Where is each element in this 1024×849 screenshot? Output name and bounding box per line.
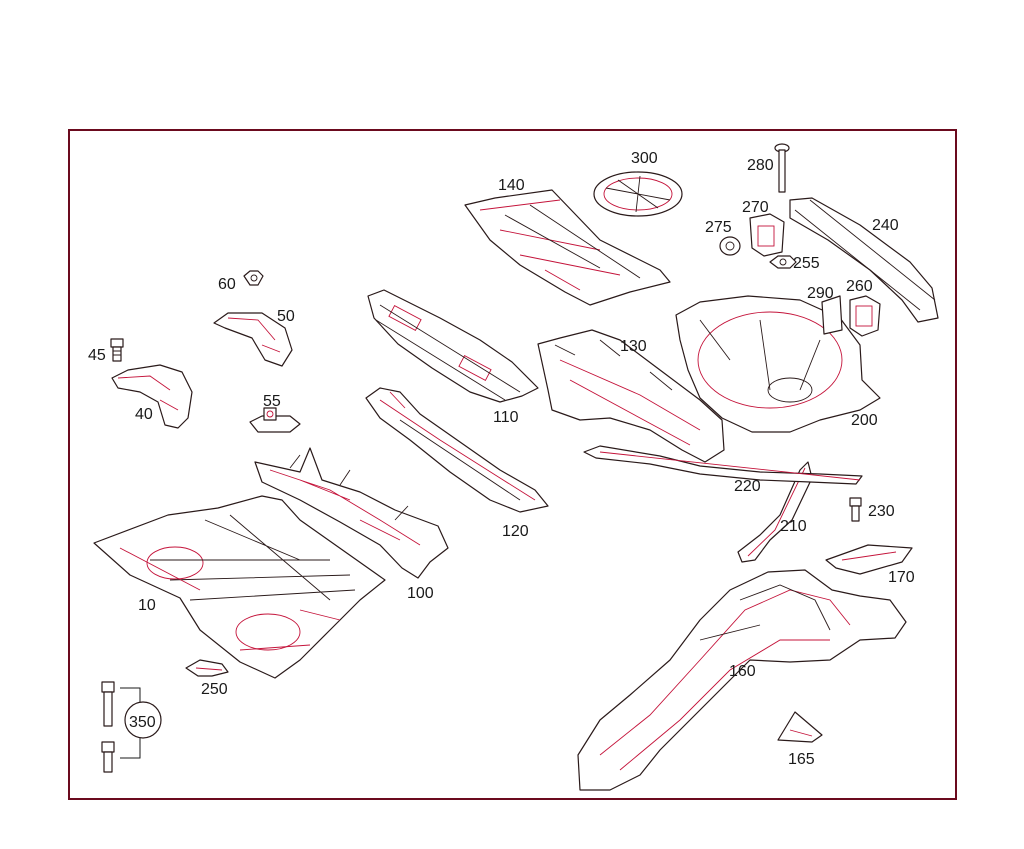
part-165-gusset[interactable]	[777, 711, 823, 743]
callout-140: 140	[498, 177, 525, 194]
part-220-brace[interactable]	[583, 445, 863, 485]
callout-290: 290	[807, 285, 834, 302]
callout-275: 275	[705, 219, 732, 236]
callout-130: 130	[620, 338, 647, 355]
part-275-bushing[interactable]	[719, 236, 741, 256]
part-255-nut[interactable]	[769, 255, 797, 269]
part-270-bracket[interactable]	[749, 213, 785, 257]
part-120-rail[interactable]	[365, 387, 549, 513]
callout-210: 210	[780, 518, 807, 535]
callout-350: 350	[129, 714, 156, 731]
part-55-mount[interactable]	[249, 407, 301, 433]
part-10-floor-pan[interactable]	[93, 495, 386, 679]
callout-270: 270	[742, 199, 769, 216]
part-260-mount-bracket[interactable]	[849, 295, 881, 337]
part-140-rear-floor[interactable]	[464, 189, 671, 306]
callout-45: 45	[88, 347, 106, 364]
callout-110: 110	[493, 409, 519, 426]
part-230-bolt[interactable]	[849, 497, 862, 522]
callout-50: 50	[277, 308, 295, 325]
part-130-side-member[interactable]	[537, 329, 725, 463]
part-210-strut[interactable]	[737, 461, 813, 563]
callout-250: 250	[201, 681, 228, 698]
callout-160: 160	[729, 663, 756, 680]
callout-280: 280	[747, 157, 774, 174]
part-300-cover[interactable]	[593, 171, 683, 217]
callout-220: 220	[734, 478, 761, 495]
callout-100: 100	[407, 585, 434, 602]
callout-260: 260	[846, 278, 873, 295]
callout-60: 60	[218, 276, 236, 293]
callout-55: 55	[263, 393, 281, 410]
part-290-plate[interactable]	[821, 295, 843, 335]
part-50-plate[interactable]	[213, 312, 293, 367]
part-100-member[interactable]	[254, 447, 449, 579]
part-280-bolt[interactable]	[774, 143, 790, 193]
callout-300: 300	[631, 150, 658, 167]
part-45-bolt[interactable]	[110, 338, 124, 362]
callout-170: 170	[888, 569, 915, 586]
part-60-nut[interactable]	[243, 270, 264, 286]
part-240-bumper-beam[interactable]	[789, 197, 939, 323]
callout-120: 120	[502, 523, 529, 540]
callout-10: 10	[138, 597, 156, 614]
part-350-screw-set[interactable]	[101, 681, 162, 773]
callout-40: 40	[135, 406, 153, 423]
part-170-reinforcement[interactable]	[825, 544, 913, 575]
part-110-cross-member[interactable]	[367, 289, 539, 403]
callout-240: 240	[872, 217, 899, 234]
part-160-wheel-house[interactable]	[577, 569, 907, 791]
callout-255: 255	[793, 255, 820, 272]
part-250-clip[interactable]	[185, 659, 229, 677]
callout-200: 200	[851, 412, 878, 429]
callout-165: 165	[788, 751, 815, 768]
diagram-frame	[68, 129, 957, 800]
part-40-bracket[interactable]	[111, 364, 193, 429]
callout-230: 230	[868, 503, 895, 520]
